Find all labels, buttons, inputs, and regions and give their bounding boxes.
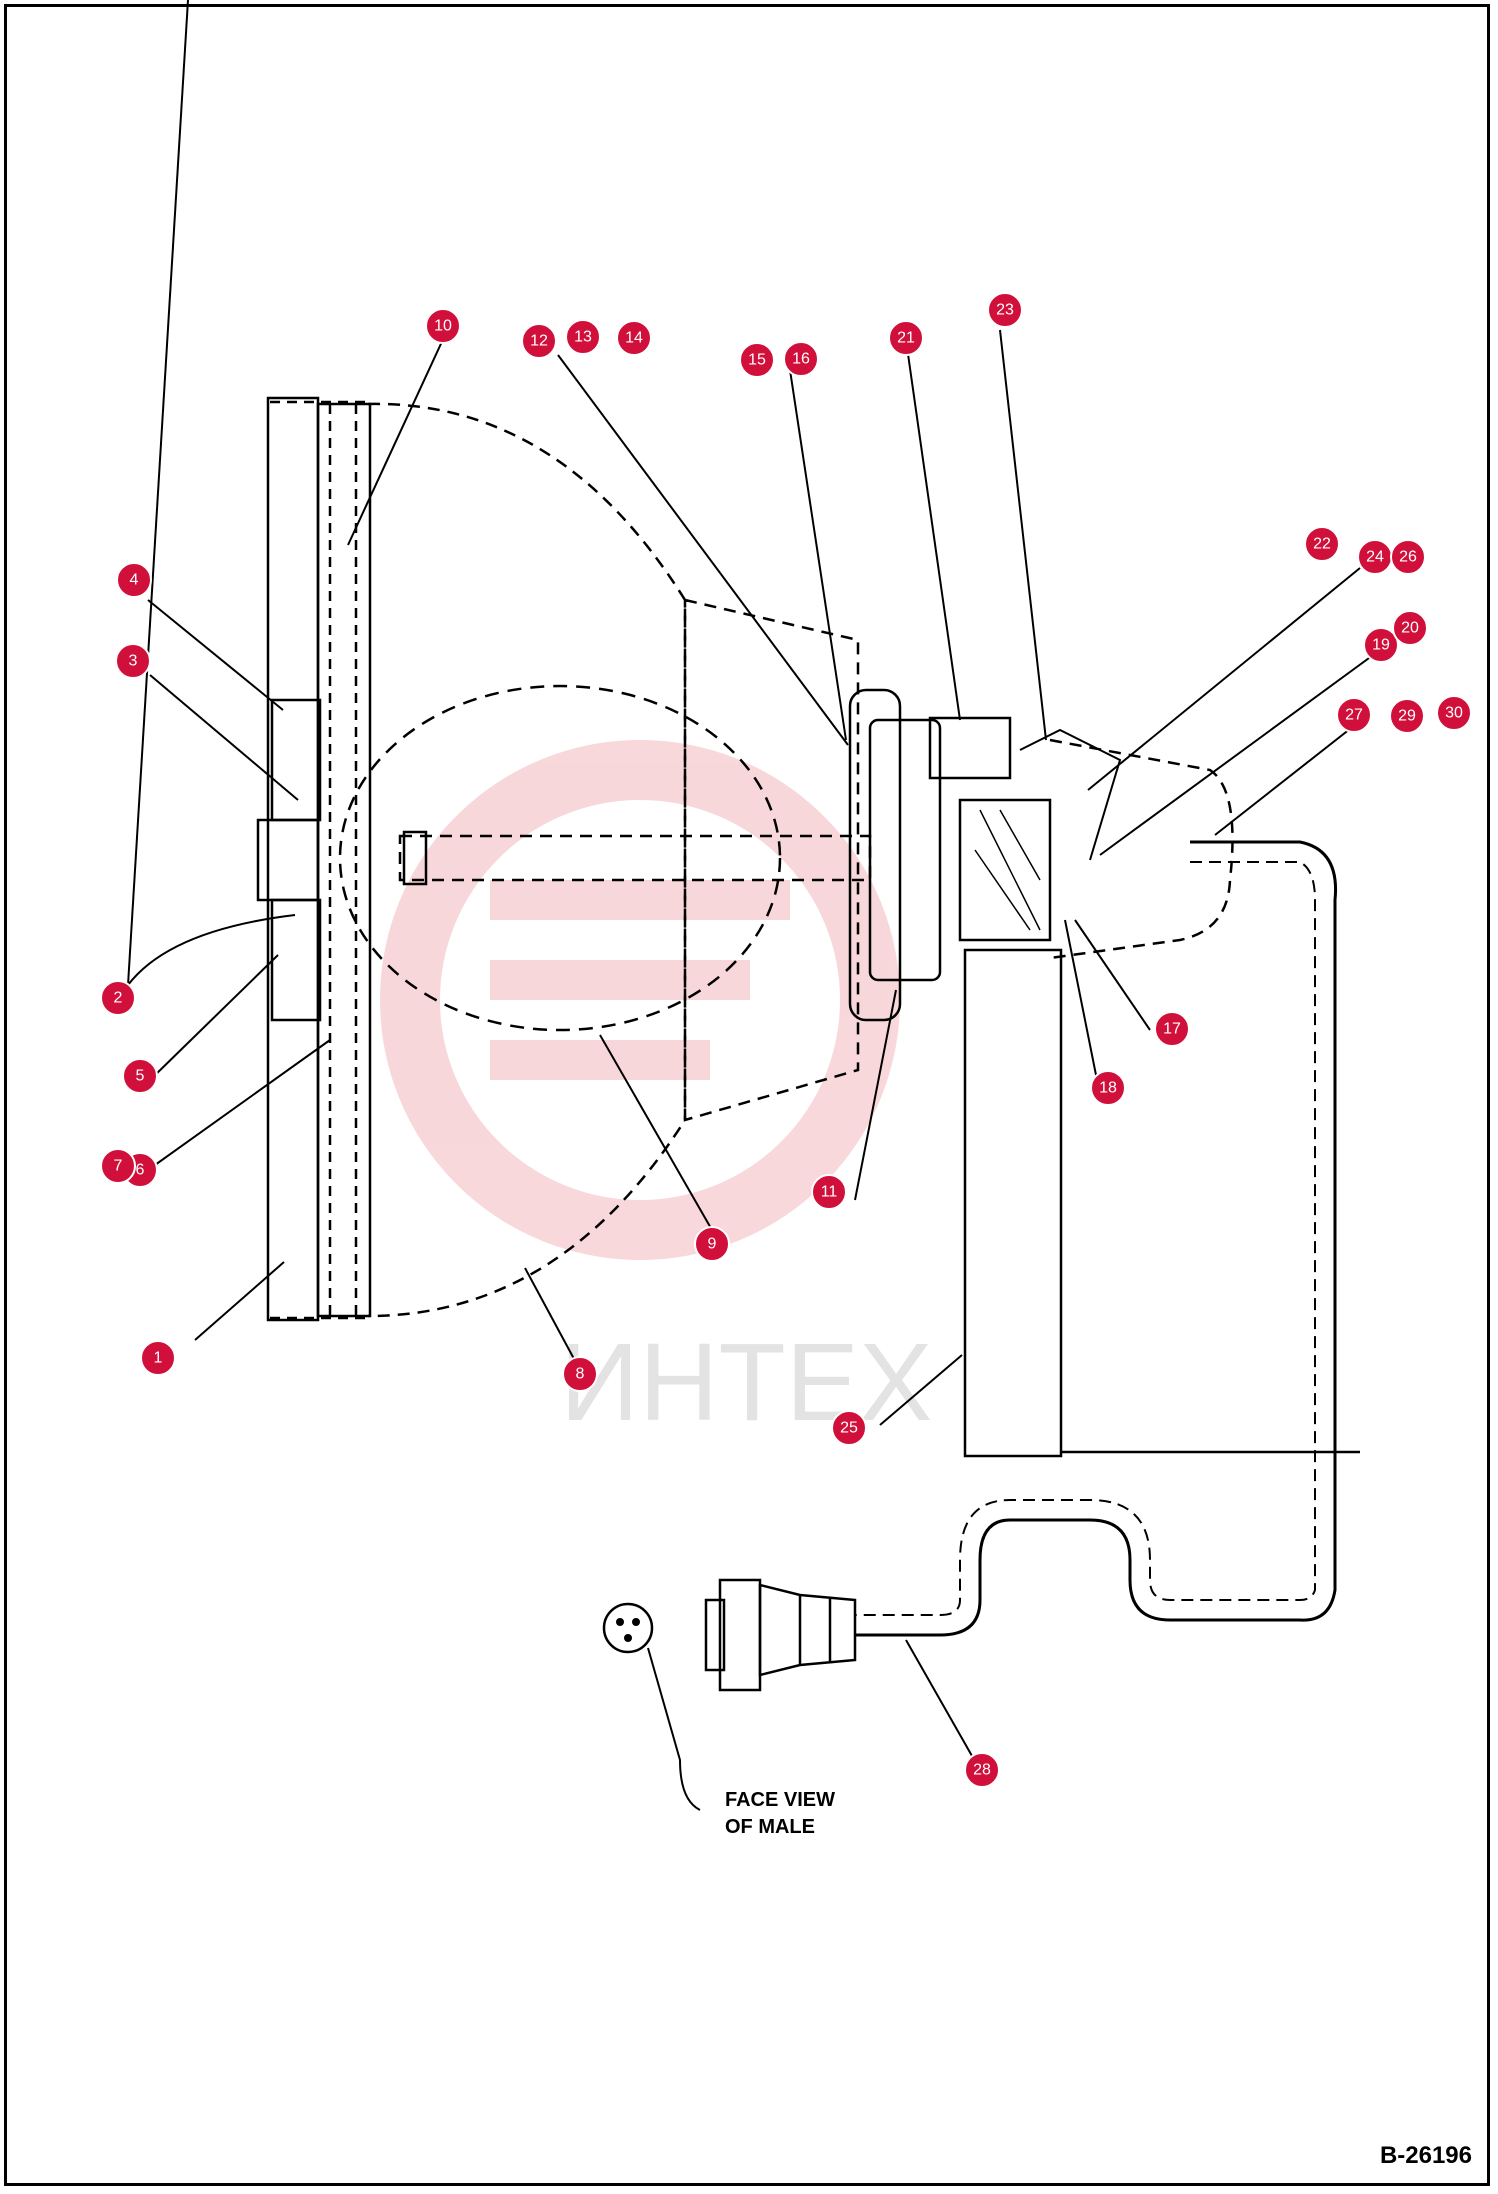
- svg-text:24: 24: [1366, 549, 1384, 566]
- callout-28[interactable]: 28: [964, 1752, 1000, 1788]
- svg-text:16: 16: [792, 351, 810, 368]
- svg-text:15: 15: [748, 352, 766, 369]
- svg-text:29: 29: [1398, 708, 1416, 725]
- callout-16[interactable]: 16: [783, 341, 819, 377]
- callout-4[interactable]: 4: [116, 562, 152, 598]
- callout-11[interactable]: 11: [811, 1174, 847, 1210]
- callout-badges: 1 2 3 4 5 6 7 8 9 10 11 12 13 14 15 16 1…: [100, 292, 1472, 1788]
- face-view-note: FACE VIEW OF MALE: [725, 1789, 835, 1838]
- watermark-text: ИНТЕХ: [560, 1321, 932, 1444]
- svg-text:4: 4: [130, 572, 139, 589]
- callout-10[interactable]: 10: [425, 308, 461, 344]
- svg-text:23: 23: [996, 302, 1014, 319]
- socket-block: [928, 716, 1012, 780]
- callout-18[interactable]: 18: [1090, 1070, 1126, 1106]
- callout-7[interactable]: 7: [100, 1148, 136, 1184]
- callout-27[interactable]: 27: [1336, 697, 1372, 733]
- leader-lines: [127, 0, 1381, 1811]
- svg-text:20: 20: [1401, 620, 1419, 637]
- callout-9[interactable]: 9: [694, 1226, 730, 1262]
- callout-1[interactable]: 1: [140, 1340, 176, 1376]
- callout-14[interactable]: 14: [616, 320, 652, 356]
- svg-text:9: 9: [708, 1236, 717, 1253]
- callout-21[interactable]: 21: [888, 320, 924, 356]
- callout-22[interactable]: 22: [1304, 526, 1340, 562]
- svg-text:3: 3: [129, 653, 138, 670]
- svg-text:10: 10: [434, 318, 452, 335]
- svg-text:5: 5: [136, 1068, 145, 1085]
- svg-text:6: 6: [136, 1162, 145, 1179]
- face-view-note-line1: FACE VIEW: [725, 1789, 835, 1811]
- svg-text:30: 30: [1445, 705, 1463, 722]
- watermark-logo: [380, 739, 900, 1261]
- male-plug: [704, 1578, 857, 1692]
- terminal-block: [958, 798, 1052, 942]
- lamp-bulb: [338, 684, 782, 1032]
- callout-15[interactable]: 15: [739, 342, 775, 378]
- svg-text:8: 8: [576, 1366, 585, 1383]
- callout-13[interactable]: 13: [565, 319, 601, 355]
- lamp-cone: [683, 598, 860, 1122]
- callout-30[interactable]: 30: [1436, 695, 1472, 731]
- face-view-circle: [602, 1602, 654, 1654]
- callout-17[interactable]: 17: [1154, 1011, 1190, 1047]
- power-cable: [855, 840, 1338, 1637]
- svg-text:13: 13: [574, 329, 592, 346]
- svg-text:1: 1: [154, 1350, 163, 1367]
- callout-26[interactable]: 26: [1390, 539, 1426, 575]
- callout-20[interactable]: 20: [1392, 610, 1428, 646]
- svg-text:11: 11: [821, 1184, 838, 1201]
- callout-2[interactable]: 2: [100, 980, 136, 1016]
- svg-text:17: 17: [1163, 1021, 1181, 1038]
- svg-text:28: 28: [973, 1762, 991, 1779]
- svg-text:26: 26: [1399, 549, 1417, 566]
- svg-text:22: 22: [1313, 536, 1331, 553]
- svg-text:2: 2: [114, 990, 123, 1007]
- callout-5[interactable]: 5: [122, 1058, 158, 1094]
- svg-text:14: 14: [625, 330, 643, 347]
- callout-3[interactable]: 3: [115, 643, 151, 679]
- callout-24[interactable]: 24: [1357, 539, 1393, 575]
- callout-25[interactable]: 25: [831, 1410, 867, 1446]
- svg-text:19: 19: [1372, 637, 1390, 654]
- svg-text:21: 21: [897, 330, 915, 347]
- drawing-frame: [4, 4, 1490, 2186]
- mounting-post: [963, 948, 1063, 1458]
- rear-cover: [1049, 738, 1234, 960]
- svg-text:7: 7: [114, 1158, 123, 1175]
- callout-8[interactable]: 8: [562, 1356, 598, 1392]
- face-view-note-line2: OF MALE: [725, 1816, 815, 1838]
- back-flange: [848, 688, 902, 1022]
- callout-12[interactable]: 12: [521, 323, 557, 359]
- svg-text:25: 25: [840, 1420, 858, 1437]
- callout-29[interactable]: 29: [1389, 698, 1425, 734]
- callout-19[interactable]: 19: [1363, 627, 1399, 663]
- callout-23[interactable]: 23: [987, 292, 1023, 328]
- svg-text:18: 18: [1099, 1080, 1117, 1097]
- svg-text:27: 27: [1345, 707, 1363, 724]
- drawing-number: B-26196: [1379, 2142, 1472, 2169]
- svg-text:12: 12: [530, 333, 548, 350]
